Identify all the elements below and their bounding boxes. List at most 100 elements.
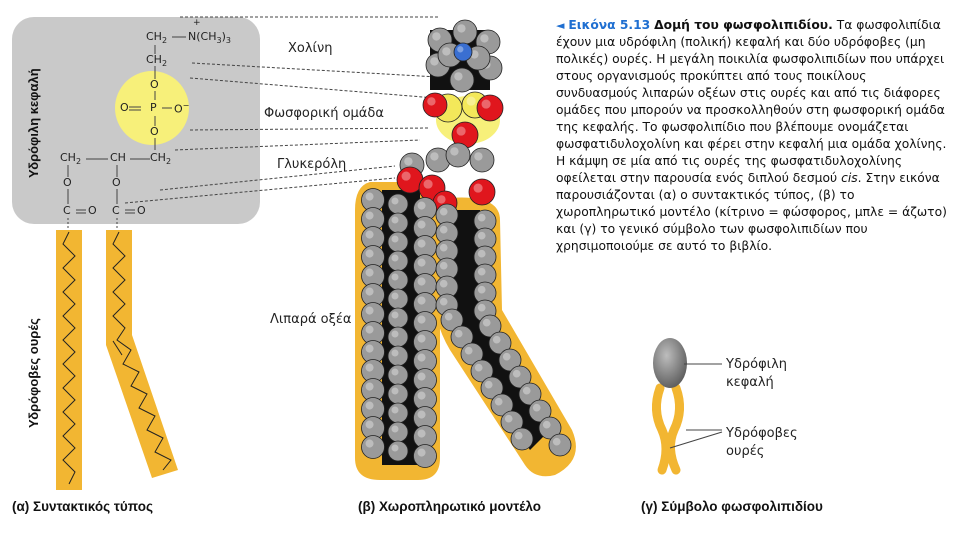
carbon-atom: [440, 308, 464, 332]
carbon-atom: [445, 142, 471, 168]
carbon-atom: [413, 273, 437, 297]
phospholipid-symbol: [652, 338, 723, 475]
carbon-atom: [387, 250, 409, 272]
carbon-atom: [387, 383, 409, 405]
tail-connectors: [67, 218, 118, 232]
glycerol-ch2-right: CH2: [150, 151, 172, 167]
carbon-atom: [361, 321, 385, 345]
n-charge: +: [193, 18, 201, 28]
carbon-atom: [387, 212, 409, 234]
figure-title: Δομή του φωσφολιπιδίου.: [654, 18, 833, 32]
carbon-atom: [361, 245, 385, 269]
oxygen-atom: [422, 92, 448, 118]
carbon-atom: [473, 281, 497, 305]
o-upper: O: [150, 78, 159, 91]
carbon-atom: [425, 147, 451, 173]
carbon-atom: [387, 440, 409, 462]
carbon-atom: [387, 326, 409, 348]
caption-text: Τα φωσφολιπίδια έχουν μια υδρόφιλη (πολι…: [556, 18, 947, 185]
carbon-atom: [413, 444, 437, 468]
carbon-atom: [413, 235, 437, 259]
panel-c-caption: (γ) Σύμβολο φωσφολιπιδίου: [641, 499, 823, 514]
carbon-atom: [470, 359, 494, 383]
carbon-atom: [518, 382, 542, 406]
carbon-atom: [361, 302, 385, 326]
carbon-atom: [435, 275, 459, 299]
carbon-atom: [387, 288, 409, 310]
bent-tail-chain: [112, 231, 172, 471]
carbon-atom: [413, 216, 437, 240]
carbon-atom: [478, 314, 502, 338]
nitrogen-atom: [453, 42, 473, 62]
carbon-atom: [387, 193, 409, 215]
carbon-atom: [387, 307, 409, 329]
carbon-atom: [435, 203, 459, 227]
carbon-atom: [387, 231, 409, 253]
carbon-atom: [413, 197, 437, 221]
o-lower: O: [150, 125, 159, 138]
bond-lines: [67, 36, 186, 214]
carbon-atom: [528, 399, 552, 423]
caption-marker: ◄: [556, 19, 565, 32]
carbon-atom: [387, 269, 409, 291]
cis-double-bond: [112, 340, 123, 356]
straight-tail-chain: [62, 231, 76, 485]
ester-o1: O: [63, 176, 72, 189]
oxygen-atom: [476, 94, 504, 122]
carbon-atom: [498, 348, 522, 372]
ch2-mid: CH2: [146, 53, 168, 69]
figure-number: Εικόνα 5.13: [568, 18, 651, 32]
glycerol-ch: CH: [110, 151, 126, 164]
carbon-atom: [413, 349, 437, 373]
carbon-atom: [413, 292, 437, 316]
fatty-acids-label: Λιπαρά οξέα: [270, 312, 352, 327]
carbon-atom: [361, 188, 385, 212]
o-left: O: [120, 101, 129, 114]
choline-label: Χολίνη: [288, 41, 333, 56]
straight-tail-band: [56, 230, 82, 490]
carbon-atom: [473, 209, 497, 233]
carbon-atom: [361, 435, 385, 459]
bent-tail-band: [106, 230, 178, 478]
carbon-atom: [449, 67, 475, 93]
p-atom: P: [150, 101, 157, 114]
symbol-tail-left: [652, 383, 671, 475]
carbon-atom: [510, 427, 534, 451]
carbon-atom: [452, 19, 478, 45]
carbon-atom: [435, 257, 459, 281]
carbon-atom: [413, 406, 437, 430]
carbonyl1-o: O: [88, 204, 97, 217]
phosphate-label: Φωσφορική ομάδα: [264, 106, 384, 121]
carbon-atom: [469, 147, 495, 173]
ester-o2: O: [112, 176, 121, 189]
carbonyl2-o: O: [137, 204, 146, 217]
carbon-atom: [490, 393, 514, 417]
oxygen-atom: [468, 178, 496, 206]
ch2-top: CH2: [146, 30, 168, 46]
carbon-atom: [508, 365, 532, 389]
symbol-head: [653, 338, 687, 388]
carbon-atom: [488, 331, 512, 355]
carbon-atom: [450, 325, 474, 349]
panel-a-caption: (α) Συντακτικός τύπος: [12, 499, 153, 514]
symbol-tail-right: [666, 383, 684, 475]
carbon-atom: [500, 410, 524, 434]
carbon-atom: [460, 342, 484, 366]
carbon-atom: [473, 245, 497, 269]
carbon-atom: [413, 311, 437, 335]
o-right: O−: [174, 101, 190, 116]
carbon-atom: [361, 378, 385, 402]
carbon-atom: [387, 421, 409, 443]
n-group: N(CH3)3: [188, 30, 231, 46]
carbon-atom: [548, 433, 572, 457]
carbon-atom: [480, 376, 504, 400]
glycerol-ch2-left: CH2: [60, 151, 82, 167]
caption-italic: cis: [841, 171, 858, 185]
caption-text-end: . Στην εικόνα παρουσιάζονται (α) ο συντα…: [556, 171, 947, 253]
carbon-atom: [473, 227, 497, 251]
space-filling-model: [355, 19, 576, 480]
carbon-atom: [387, 364, 409, 386]
carbon-atom: [387, 345, 409, 367]
